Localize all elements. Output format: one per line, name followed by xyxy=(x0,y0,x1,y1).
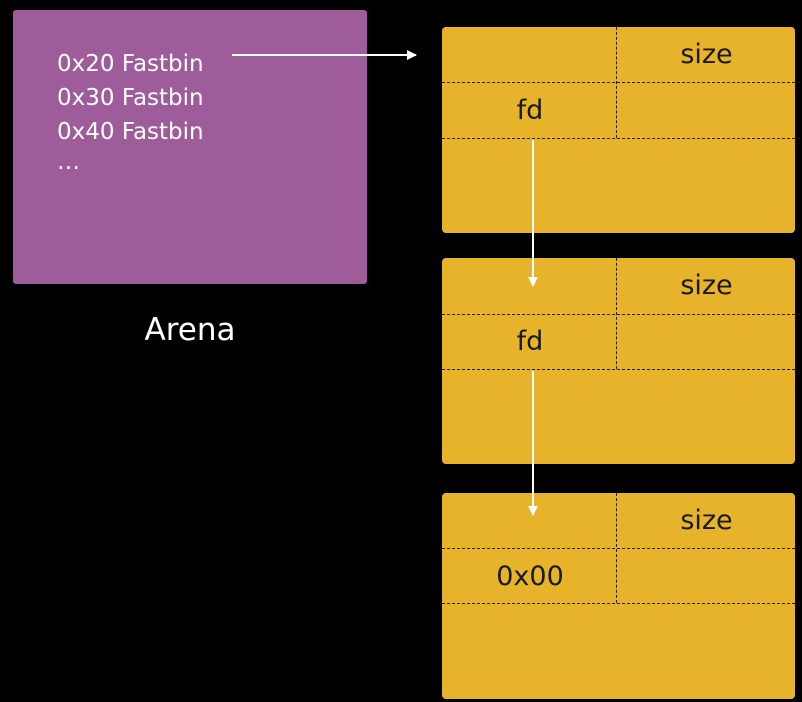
chunk-3: size 0x00 xyxy=(442,493,795,699)
chunk-divider xyxy=(616,258,617,369)
fd-field: fd xyxy=(516,326,544,357)
fastbin-0x20: 0x20 Fastbin xyxy=(57,51,204,77)
chunk-divider xyxy=(442,314,795,315)
chunk-divider xyxy=(442,138,795,139)
chunk-divider xyxy=(616,27,617,138)
fastbin-ellipsis: … xyxy=(57,149,80,175)
chunk-divider xyxy=(616,493,617,603)
chunk-divider xyxy=(442,82,795,83)
chunk-2: size fd xyxy=(442,258,795,464)
chunk-divider xyxy=(442,548,795,549)
size-field: size xyxy=(680,270,733,301)
fastbin-0x40: 0x40 Fastbin xyxy=(57,119,204,145)
size-field: size xyxy=(680,39,733,70)
size-field: size xyxy=(680,505,733,536)
fd-field: fd xyxy=(516,95,544,126)
chunk-divider xyxy=(442,603,795,604)
arena-label: Arena xyxy=(144,312,236,348)
chunk-divider xyxy=(442,369,795,370)
fastbin-0x30: 0x30 Fastbin xyxy=(57,85,204,111)
fd-field: 0x00 xyxy=(496,561,564,592)
chunk-1: size fd xyxy=(442,27,795,233)
